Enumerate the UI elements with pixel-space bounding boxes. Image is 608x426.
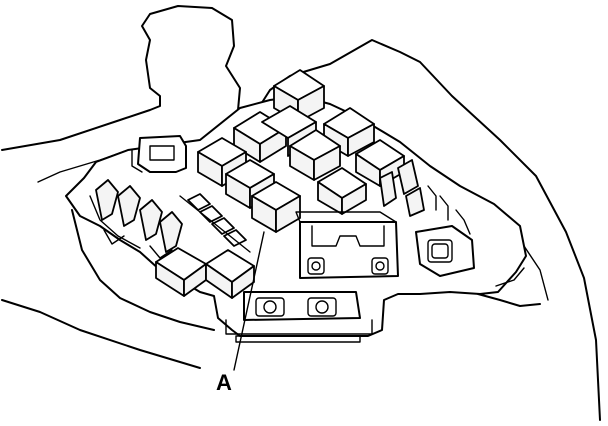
right-socket bbox=[415, 225, 475, 277]
center-connector bbox=[295, 211, 399, 279]
relay-cubes bbox=[197, 69, 405, 233]
engine-outline bbox=[1, 5, 601, 421]
left-housing-inner bbox=[89, 195, 141, 249]
mounting-bracket bbox=[137, 135, 187, 173]
right-connectors bbox=[379, 159, 471, 235]
fuse-row bbox=[179, 193, 251, 253]
lower-left-relays bbox=[155, 247, 255, 299]
left-connectors bbox=[95, 179, 183, 259]
callout-label-a: A bbox=[216, 370, 232, 395]
left-housing bbox=[71, 209, 215, 331]
left-wall-outline bbox=[1, 299, 201, 369]
callout-leader-line bbox=[233, 231, 265, 371]
right-flange bbox=[477, 293, 541, 307]
bottom-sockets bbox=[225, 291, 373, 343]
